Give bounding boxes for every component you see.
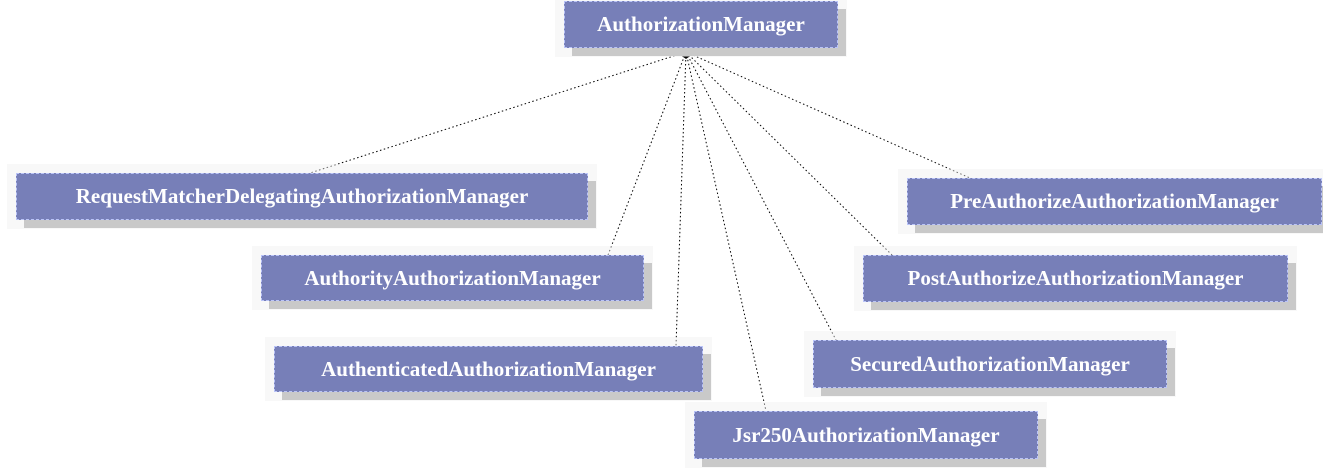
edge-post xyxy=(685,51,893,256)
node-request-matcher-delegating-authorization-manager[interactable]: RequestMatcherDelegatingAuthorizationMan… xyxy=(7,164,597,229)
node-pre-authorize-authorization-manager[interactable]: PreAuthorizeAuthorizationManager xyxy=(898,169,1323,234)
edge-auth xyxy=(607,51,687,256)
node-secured-authorization-manager[interactable]: SecuredAuthorizationManager xyxy=(804,331,1176,397)
edge-jsr xyxy=(685,51,767,412)
node-jsr250-authorization-manager[interactable]: Jsr250AuthorizationManager xyxy=(685,402,1047,468)
edge-pre xyxy=(685,51,971,179)
edge-authc xyxy=(675,51,687,347)
edge-rmd xyxy=(309,51,687,174)
node-authorization-manager[interactable]: AuthorizationManager xyxy=(555,0,847,57)
node-authenticated-authorization-manager[interactable]: AuthenticatedAuthorizationManager xyxy=(265,337,712,401)
edge-sec xyxy=(685,51,837,341)
node-post-authorize-authorization-manager[interactable]: PostAuthorizeAuthorizationManager xyxy=(854,246,1297,311)
arrowhead-cluster-icon xyxy=(679,46,693,59)
node-authority-authorization-manager[interactable]: AuthorityAuthorizationManager xyxy=(252,246,653,310)
